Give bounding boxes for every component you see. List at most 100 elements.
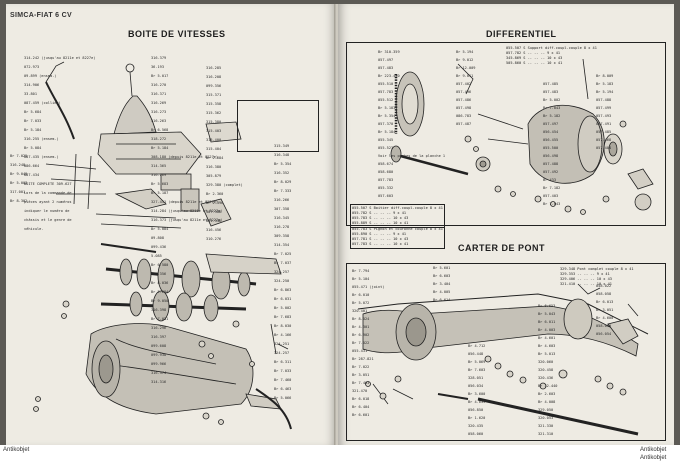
part-callout: 057.487 xyxy=(456,122,472,126)
part-callout: 087.459 (collier) xyxy=(24,101,61,105)
part-callout: Br 9.012 xyxy=(456,58,474,62)
part-callout: Br 5.183 xyxy=(596,82,614,86)
part-callout: 055.332 xyxy=(378,186,394,190)
part-callout: Br 6.463 xyxy=(274,387,292,391)
part-callout: 316.269 xyxy=(151,173,167,177)
part-callout: Br 6.603 xyxy=(433,274,451,278)
part-callout: Br 7.794 xyxy=(352,269,370,273)
part-callout: 056.054 xyxy=(596,332,612,336)
part-callout: Br 5.354 xyxy=(378,114,396,118)
table-row: 329.353 -- -- -- 9 x 41 xyxy=(560,272,610,276)
table-row: 345.869 S -- -- -- 10 x 43 xyxy=(506,56,563,60)
part-callout: 099.966 xyxy=(151,362,167,366)
part-callout: 316.270 xyxy=(151,83,167,87)
part-callout: 058.058 xyxy=(596,292,612,296)
part-callout: Br 6.653 xyxy=(538,304,556,308)
part-callout: Br 5.184 xyxy=(378,130,396,134)
part-callout: 057.492 xyxy=(543,170,559,174)
part-callout: Br 5.002 xyxy=(543,98,561,102)
part-callout: Br 310.359 xyxy=(378,50,400,54)
part-callout: 316.373 (jusqu'au 8211e et 8227e) xyxy=(151,218,223,222)
table-row: 055.783 S -- -- -- 10 x 43 xyxy=(352,216,409,220)
table-row: 057.781 S -- -- -- 10 x 43 xyxy=(352,237,409,241)
part-callout: 057.498 xyxy=(456,106,472,110)
part-callout: Br 7.182 xyxy=(543,186,561,190)
part-callout: 314.242 (jusqu'au 8211e et 8227e) xyxy=(24,56,96,60)
part-callout: Br 5.104 xyxy=(352,277,370,281)
part-callout: Br 5.684 xyxy=(24,110,42,114)
part-callout: 056.448 xyxy=(468,352,484,356)
part-callout: Br 2.603 xyxy=(538,392,556,396)
part-callout: 072.973 xyxy=(24,65,40,69)
part-callout: Br 5.072 xyxy=(352,301,370,305)
part-callout: 055.512 xyxy=(378,98,394,102)
part-callout: 317.001 xyxy=(10,190,26,194)
part-callout: Br 4.003 xyxy=(538,328,556,332)
part-callout: Br 287.821 xyxy=(352,357,374,361)
part-callout: Br 4.633 xyxy=(468,400,486,404)
part-callout: Br 7.031 xyxy=(151,317,169,321)
part-callout: Br 8.036 xyxy=(151,281,169,285)
part-callout: Br 3.051 xyxy=(596,308,614,312)
part-callout: 057.486 xyxy=(456,98,472,102)
part-callout: 314.316 xyxy=(151,380,167,384)
part-callout: Br 8.302 xyxy=(10,199,28,203)
part-callout: Br 4.601 xyxy=(538,336,556,340)
part-callout: 316.269 xyxy=(151,101,167,105)
part-callout: 057.483 xyxy=(543,90,559,94)
part-callout: 315.371 xyxy=(206,93,222,97)
part-callout: 316.266 xyxy=(274,198,290,202)
part-callout: 316.278 xyxy=(274,225,290,229)
part-callout: 057.488 xyxy=(543,162,559,166)
part-callout: 09.899 (ensem.) xyxy=(24,74,57,78)
axle-frame xyxy=(346,263,666,441)
part-callout: 316.263 xyxy=(151,119,167,123)
part-callout: 33.801 xyxy=(24,92,37,96)
part-callout: 057.497 xyxy=(543,122,559,126)
part-callout: Br 5.187 xyxy=(151,191,169,195)
part-callout: 055.523 xyxy=(378,146,394,150)
part-callout: 099.356 xyxy=(206,84,222,88)
part-callout: 316.379 xyxy=(151,56,167,60)
part-callout: BOITE COMPLETE 309.627 xyxy=(24,182,72,186)
part-callout: 057.488 xyxy=(596,98,612,102)
part-callout: Br 7.043 xyxy=(543,202,561,206)
part-callout: Br 4.301 xyxy=(352,325,370,329)
catalog-spread: SIMCA-FIAT 6 CV BOITE DE VITESSES xyxy=(6,4,674,445)
table-row: 057.782 S -- -- -- 9 x 41 xyxy=(506,51,561,55)
part-callout: 320.060 xyxy=(538,360,554,364)
watermark-right: Antikobjet xyxy=(640,447,667,453)
table-row: 055.783 S Pignon et couronne couple 8 x … xyxy=(352,227,443,231)
part-callout: Br 7.033 xyxy=(274,369,292,373)
part-callout: Br 2.396 xyxy=(206,201,224,205)
part-callout: Br 7.022 xyxy=(352,341,370,345)
part-callout: Br 4.005 xyxy=(433,290,451,294)
part-callout: 315.400 xyxy=(206,138,222,142)
table-row: 329.348 Pont complet couple 8 x 41 xyxy=(560,267,634,271)
part-callout: 324.257 xyxy=(274,270,290,274)
part-callout: 099.436 xyxy=(151,245,167,249)
part-callout: 309.358 xyxy=(274,234,290,238)
part-callout: 058.680 xyxy=(378,170,394,174)
section-title-axle-housing: CARTER DE PONT xyxy=(458,243,546,253)
part-callout: 314.906 xyxy=(24,83,40,87)
part-callout: 055.471 (joint) xyxy=(352,285,385,289)
part-callout: Br 6.902 xyxy=(352,333,370,337)
watermark-left: Antikobjet xyxy=(3,447,30,453)
footer-strip: Antikobjet Antikobjet Antikobjet xyxy=(0,445,680,463)
table-row: 321.410 -- -- -- 10 x 41 xyxy=(560,282,612,286)
part-callout: Br 4.008 xyxy=(538,400,556,404)
part-callout: 321.470 xyxy=(352,389,368,393)
part-callout: Br 8.029 xyxy=(274,180,292,184)
part-callout: Br 5.194 xyxy=(456,50,474,54)
part-callout: 314.284 (jusqu'au 8211e et 8227e) xyxy=(151,209,223,213)
part-callout: Br 5.182 xyxy=(543,114,561,118)
part-callout: 056.850 xyxy=(468,408,484,412)
part-callout: 055.510 xyxy=(378,82,394,86)
part-callout: Br 7.025 xyxy=(10,154,28,158)
part-callout: 318.272 xyxy=(151,137,167,141)
part-callout: 315.349 xyxy=(274,144,290,148)
part-callout: 056.454 xyxy=(543,130,559,134)
part-callout: Br 7.037 xyxy=(274,261,292,265)
